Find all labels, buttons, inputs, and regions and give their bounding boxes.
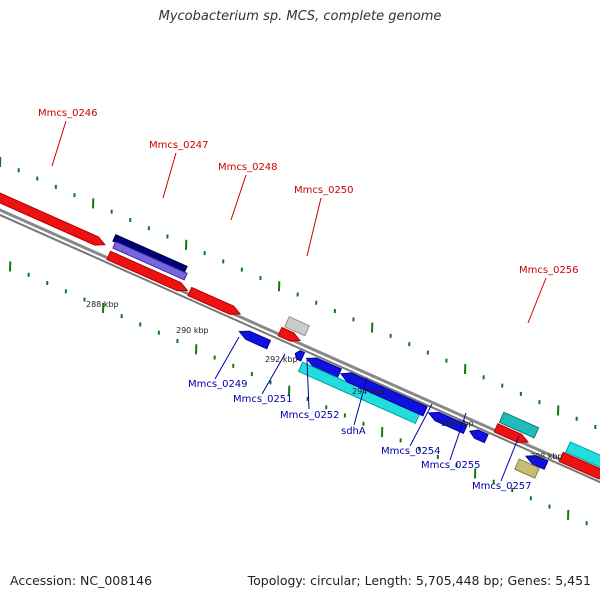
gene-label: Mmcs_0254 bbox=[381, 446, 441, 457]
leader-line bbox=[214, 336, 240, 380]
feature-Mmcs_0254-arrow bbox=[427, 411, 468, 434]
scale-label: 292 kbp bbox=[265, 355, 298, 364]
scale-label: 288 kbp bbox=[86, 300, 119, 309]
scale-label: 290 kbp bbox=[176, 326, 209, 335]
feature-Mmcs_0250-grey-box bbox=[284, 316, 310, 337]
gene-features bbox=[0, 192, 600, 480]
tick-marks bbox=[0, 156, 597, 526]
gene-label: Mmcs_0257 bbox=[472, 481, 532, 492]
feature-Mmcs_0247-arrow bbox=[106, 250, 189, 292]
leader-line bbox=[162, 152, 177, 199]
gene-label: Mmcs_0255 bbox=[421, 460, 481, 471]
gene-labels: Mmcs_0246Mmcs_0247Mmcs_0248Mmcs_0250Mmcs… bbox=[38, 108, 579, 492]
feature-Mmcs_0247-purple-box bbox=[112, 241, 188, 281]
label-leader-lines bbox=[51, 120, 547, 482]
feature-Mmcs_0248-arrow bbox=[187, 286, 242, 315]
leader-line bbox=[449, 412, 467, 461]
feature-Mmcs_0251-arrow bbox=[294, 350, 306, 362]
feature-Mmcs_0255-arrow bbox=[468, 429, 489, 444]
backbone-line-inner bbox=[0, 213, 600, 484]
leader-line bbox=[527, 277, 547, 324]
topology-text: Topology: circular; Length: 5,705,448 bp… bbox=[247, 573, 591, 588]
feature-Mmcs_0257-arrow bbox=[525, 455, 549, 470]
gene-label: Mmcs_0250 bbox=[294, 185, 354, 196]
feature-Mmcs_0252-arrow bbox=[305, 357, 342, 378]
leader-line bbox=[409, 403, 433, 447]
leader-line bbox=[353, 377, 368, 426]
gene-label: Mmcs_0249 bbox=[188, 379, 248, 390]
feature-Mmcs_0257-khaki-box bbox=[514, 458, 540, 479]
accession-text: Accession: NC_008146 bbox=[10, 573, 153, 588]
scale-label: 298 kbp bbox=[530, 452, 563, 461]
leader-line bbox=[51, 120, 67, 167]
scale-label: 294 kbp bbox=[352, 387, 385, 396]
feature-Mmcs_0246-arrow bbox=[0, 192, 106, 246]
map-title: Mycobacterium sp. MCS, complete genome bbox=[158, 9, 442, 24]
gene-label: Mmcs_0248 bbox=[218, 162, 278, 173]
feature-right-red-arrow bbox=[558, 451, 600, 480]
gene-label: Mmcs_0252 bbox=[280, 410, 340, 421]
gene-label: Mmcs_0246 bbox=[38, 108, 98, 119]
feature-Mmcs_0256-teal-box bbox=[498, 411, 540, 439]
leader-line bbox=[306, 359, 310, 410]
gene-label: Mmcs_0256 bbox=[519, 265, 579, 276]
leader-line bbox=[306, 197, 322, 257]
scale-label: 296 kbp bbox=[441, 419, 474, 428]
feature-Mmcs_0249-arrow bbox=[238, 330, 272, 350]
leader-line bbox=[230, 174, 247, 221]
feature-Mmcs_0256-arrow bbox=[493, 423, 530, 444]
backbone-line-outer bbox=[0, 208, 600, 479]
leader-line bbox=[261, 353, 286, 395]
scale-labels: 288 kbp 290 kbp 292 kbp 294 kbp 296 kbp 298 k… bbox=[86, 300, 563, 461]
gene-label: Mmcs_0247 bbox=[149, 140, 209, 151]
feature-Mmcs_0250-arrow bbox=[277, 326, 302, 342]
gene-label: sdhA bbox=[341, 426, 366, 437]
genome-backbone bbox=[0, 208, 600, 484]
leader-line bbox=[500, 435, 520, 482]
feature-sdhA-arrow bbox=[340, 372, 428, 417]
gene-label: Mmcs_0251 bbox=[233, 394, 293, 405]
